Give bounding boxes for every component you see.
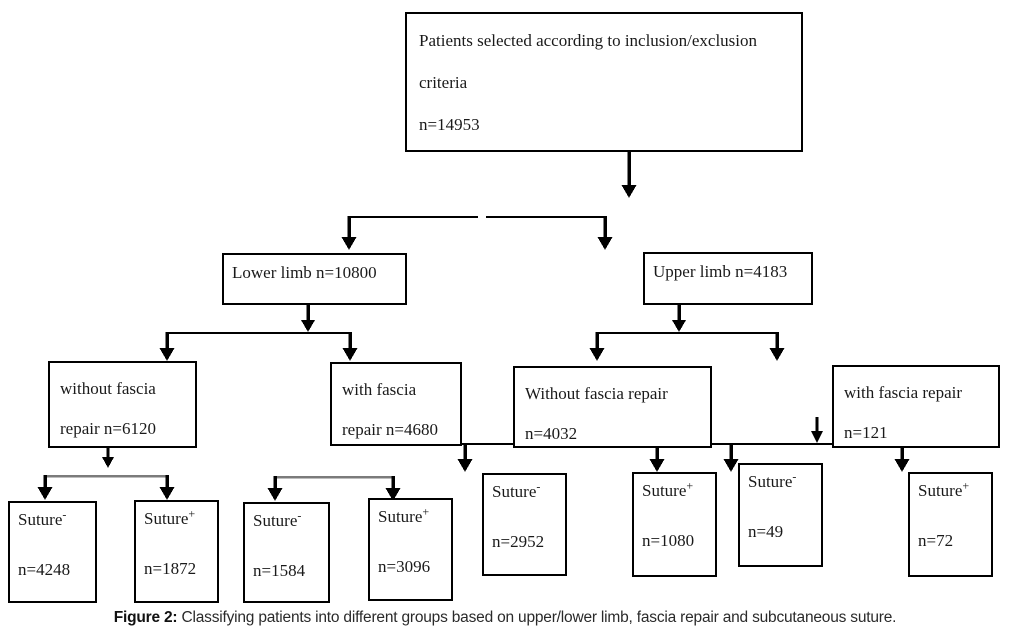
- node-text: Suture+: [144, 506, 196, 528]
- node-text: Suture-: [492, 479, 541, 501]
- node-count: n=14953: [419, 115, 480, 134]
- flow-node-suture-n4248: Suture- n=4248: [8, 501, 97, 603]
- suture-sign: -: [297, 508, 302, 523]
- arrowhead: [649, 459, 665, 472]
- flow-node-upper-with-fascia: with fascia repair n=121: [832, 365, 1000, 448]
- flow-node-suture-n49: Suture- n=49: [738, 463, 823, 567]
- suture-sign: +: [188, 506, 196, 521]
- connector-lower-without-fascia-split: [37, 448, 175, 500]
- node-text: n=121: [844, 423, 888, 442]
- arrowhead: [159, 348, 175, 361]
- node-text: Lower limb n=10800: [232, 263, 377, 282]
- flow-node-lower-without-fascia: without fascia repair n=6120: [48, 361, 197, 448]
- node-count: n=1872: [144, 559, 197, 578]
- node-text: Patients selected according to inclusion…: [419, 31, 758, 50]
- node-text: repair n=4680: [342, 420, 438, 439]
- arrowhead: [723, 459, 739, 472]
- arrowhead: [811, 431, 823, 443]
- flow-node-suture-n2952: Suture- n=2952: [482, 473, 567, 576]
- suture-sign: +: [422, 504, 430, 519]
- node-text: Suture+: [378, 504, 430, 526]
- node-text: with fascia: [342, 380, 417, 399]
- node-text: Suture-: [18, 507, 67, 529]
- connector-upper-limb-split: [589, 305, 785, 361]
- node-text: with fascia repair: [844, 383, 962, 402]
- node-text: repair n=6120: [60, 419, 156, 438]
- flow-node-suture-n1584: Suture- n=1584: [243, 502, 330, 603]
- arrowhead: [341, 237, 357, 250]
- node-count: n=49: [748, 522, 784, 541]
- node-text: Suture+: [918, 478, 970, 500]
- connector-lower-limb-split: [159, 305, 358, 361]
- flow-node-upper-limb: Upper limb n=4183: [643, 252, 813, 305]
- flow-node-suture-n1872: Suture+ n=1872: [134, 500, 219, 603]
- node-count: n=1584: [253, 561, 306, 580]
- node-text: Suture+: [642, 478, 694, 500]
- node-text: without fascia: [60, 379, 156, 398]
- suture-sign: -: [792, 469, 797, 484]
- node-count: n=2952: [492, 532, 545, 551]
- arrowhead: [457, 459, 473, 472]
- figure-caption: Figure 2: Classifying patients into diff…: [0, 609, 1010, 627]
- arrowhead: [597, 237, 613, 250]
- node-count: n=1080: [642, 531, 695, 550]
- node-count: n=3096: [378, 557, 431, 576]
- flow-node-upper-without-fascia: Without fascia repair n=4032: [513, 366, 712, 448]
- arrowhead: [37, 487, 53, 500]
- flow-node-suture-n1080: Suture+ n=1080: [632, 472, 717, 577]
- connector-root-to-limb-split: [341, 152, 637, 250]
- suture-sign: -: [536, 479, 541, 494]
- arrowhead: [769, 348, 785, 361]
- suture-sign: -: [62, 507, 67, 522]
- node-count: n=4248: [18, 560, 71, 579]
- arrowhead: [894, 459, 910, 472]
- node-text: Suture-: [748, 469, 797, 491]
- flow-node-lower-limb: Lower limb n=10800: [222, 253, 407, 305]
- figure-caption-label: Figure 2:: [113, 609, 178, 626]
- flow-node-suture-n3096: Suture+ n=3096: [368, 498, 453, 601]
- suture-sign: +: [686, 478, 694, 493]
- flow-node-root: Patients selected according to inclusion…: [405, 12, 803, 152]
- figure-caption-text: Classifying patients into different grou…: [181, 609, 897, 626]
- arrowhead: [159, 487, 175, 500]
- node-text: Without fascia repair: [525, 384, 668, 403]
- node-text: criteria: [419, 73, 468, 92]
- arrowhead: [102, 457, 114, 468]
- arrowhead: [267, 488, 283, 501]
- flow-node-lower-with-fascia: with fascia repair n=4680: [330, 362, 462, 446]
- arrowhead: [589, 348, 605, 361]
- node-text: Suture-: [253, 508, 302, 530]
- node-text: Upper limb n=4183: [653, 262, 788, 281]
- flow-node-suture-n72: Suture+ n=72: [908, 472, 993, 577]
- arrowhead: [672, 320, 686, 332]
- arrowhead: [301, 320, 315, 332]
- node-text: n=4032: [525, 424, 578, 443]
- suture-sign: +: [962, 478, 970, 493]
- arrowhead: [621, 185, 637, 198]
- node-count: n=72: [918, 531, 954, 550]
- arrowhead: [342, 348, 358, 361]
